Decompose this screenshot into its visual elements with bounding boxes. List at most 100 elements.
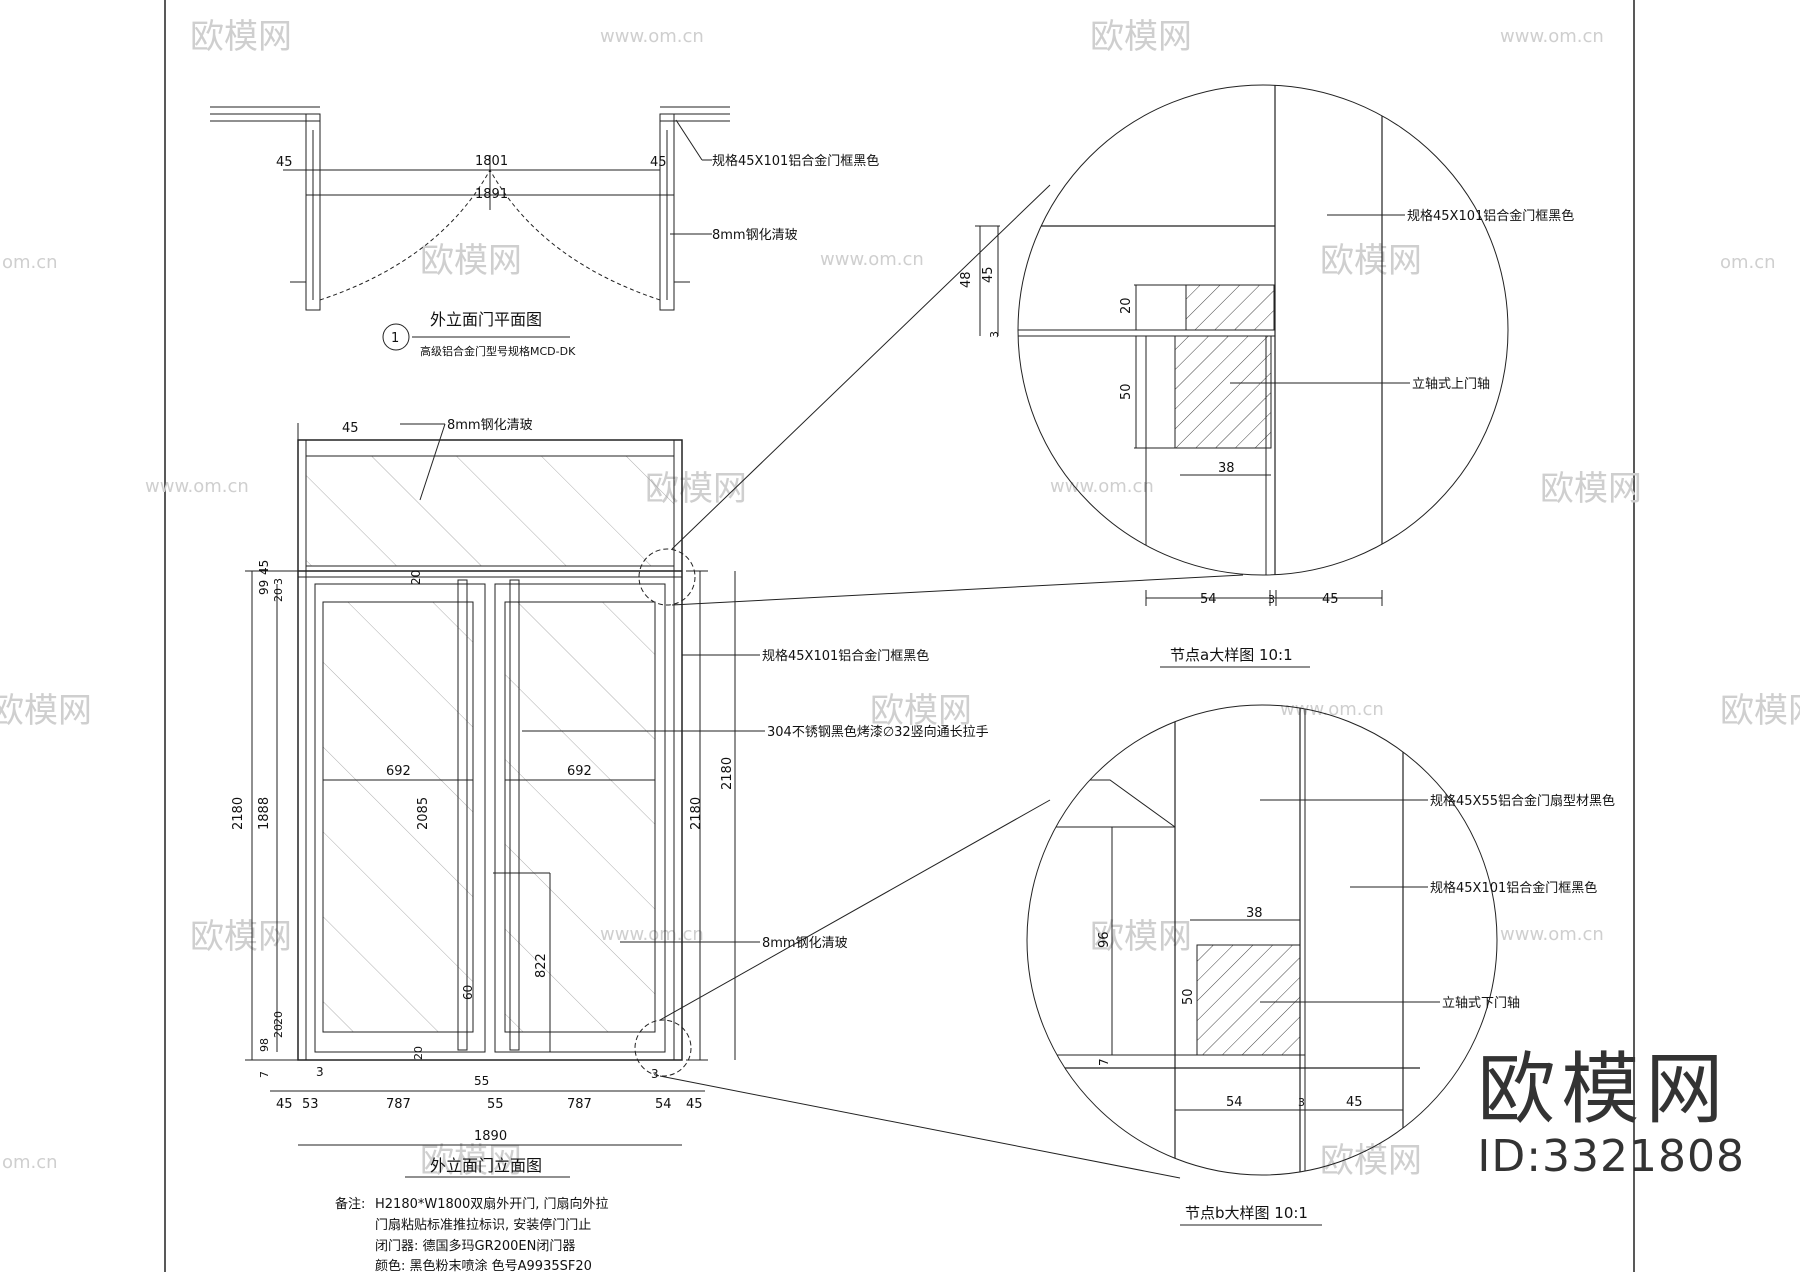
- watermark-brand: 欧模网: [190, 17, 292, 57]
- watermark-brand: 欧模网: [1320, 241, 1422, 281]
- node-a-dim-38: 38: [1218, 461, 1235, 476]
- watermark-url: www.om.cn: [1280, 699, 1384, 720]
- watermark-url: www.om.cn: [1500, 26, 1604, 47]
- leaf-glass-right: [504, 601, 656, 1033]
- node-b-note-frame: 规格45X101铝合金门框黑色: [1430, 880, 1597, 896]
- dim-7: 7: [258, 1071, 271, 1078]
- dim-2180-right: 2180: [689, 797, 704, 830]
- watermark-brand: 欧模网: [1090, 17, 1192, 57]
- dim-20-side: 20: [272, 588, 285, 602]
- dim-w787-right: 787: [567, 1097, 592, 1112]
- dim-60: 60: [461, 985, 475, 1000]
- node-a-marker: [638, 548, 696, 606]
- dim-98: 98: [258, 1038, 271, 1052]
- watermark-url: www.om.cn: [1050, 476, 1154, 497]
- watermark-brand: 欧模网: [190, 917, 292, 957]
- dim-45-side: 45: [257, 560, 271, 575]
- node-a-dim-45b: 45: [1322, 592, 1339, 607]
- watermark-brand: 欧模网: [1320, 1141, 1422, 1181]
- elev-note-glass: 8mm钢化清玻: [762, 936, 848, 951]
- elevation-inner-frame: [305, 439, 675, 1061]
- remarks-line: 门扇粘贴标准推拉标识, 安装停门门止: [375, 1217, 591, 1233]
- node-b-dim-38: 38: [1246, 906, 1263, 921]
- handle-right: [509, 579, 520, 1051]
- node-b-detail: 96 38 50 7 54 3 45 规格45X55铝合金门扇型材黑色 规格45…: [1026, 704, 1615, 1226]
- watermark-url: www.om.cn: [145, 476, 249, 497]
- dim-692-left: 692: [386, 764, 411, 779]
- watermark-url: www.om.cn: [600, 26, 704, 47]
- dim-1888: 1888: [257, 797, 272, 830]
- node-a-dim-48: 48: [959, 271, 974, 288]
- watermark-brand: 欧模网: [420, 241, 522, 281]
- dim-top-45: 45: [342, 421, 359, 436]
- dim-20-handle: 20: [412, 1046, 425, 1060]
- transom-glass: [305, 455, 675, 567]
- elev-note-frame: 规格45X101铝合金门框黑色: [762, 648, 929, 664]
- plan-subtitle: 高级铝合金门型号规格MCD-DK: [420, 344, 576, 358]
- dim-w45-right: 45: [686, 1097, 703, 1112]
- dim-3-left: 3: [316, 1065, 324, 1079]
- watermark-url: www.om.cn: [820, 249, 924, 270]
- remarks-line: 颜色: 黑色粉末喷涂 色号A9935SF20: [375, 1258, 592, 1272]
- node-b-dim-50: 50: [1181, 988, 1196, 1005]
- watermark-layer: 欧模网 www.om.cn 欧模网 www.om.cn om.cn 欧模网 ww…: [0, 17, 1800, 1181]
- node-a-title: 节点a大样图 10:1: [1170, 646, 1293, 664]
- brand-name: 欧模网: [1477, 1045, 1730, 1135]
- door-leaf-left: [314, 583, 486, 1053]
- watermark-brand: 欧模网: [870, 691, 972, 731]
- remarks-line: H2180*W1800双扇外开门, 门扇向外拉: [375, 1196, 609, 1212]
- node-b-dim-96: 96: [1097, 931, 1112, 948]
- dim-3-right: 3: [651, 1067, 659, 1081]
- node-a-dim-50: 50: [1119, 383, 1134, 400]
- dim-w53: 53: [302, 1097, 319, 1112]
- dim-692-right: 692: [567, 764, 592, 779]
- remarks-line: 闭门器: 德国多玛GR200EN闭门器: [375, 1238, 575, 1254]
- brand-block: 欧模网 ID:3321808: [1477, 1048, 1745, 1182]
- elev-note-glass-top: 8mm钢化清玻: [447, 418, 533, 433]
- node-a-pivot-top-hatch: [1185, 284, 1275, 331]
- dim-w1890: 1890: [474, 1129, 507, 1144]
- elev-note-handle: 304不锈钢黑色烤漆∅32竖向通长拉手: [767, 724, 989, 740]
- dim-w45-left: 45: [276, 1097, 293, 1112]
- node-a-pivot-hatch: [1174, 335, 1272, 449]
- node-a-detail: 48 45 20 3 50 38 54 3 45 规格45X101铝合金门框黑色…: [959, 84, 1574, 668]
- node-b-note-leaf: 规格45X55铝合金门扇型材黑色: [1430, 793, 1615, 809]
- plan-note-glass: 8mm钢化清玻: [712, 228, 798, 243]
- dim-99: 99: [257, 580, 271, 595]
- node-b-circle: [1026, 704, 1498, 1176]
- dim-20-top: 20: [409, 570, 423, 585]
- watermark-url: om.cn: [2, 1152, 58, 1173]
- dim-3-side: 3: [272, 578, 285, 585]
- node-a-dim-45: 45: [981, 266, 996, 283]
- handle-left: [457, 579, 468, 1051]
- dim-1801: 1801: [475, 154, 508, 169]
- dim-20-bottom: 20: [272, 1024, 285, 1038]
- node-b-dim-45: 45: [1346, 1095, 1363, 1110]
- watermark-url: om.cn: [2, 252, 58, 273]
- node-b-note-pivot: 立轴式下门轴: [1442, 996, 1520, 1011]
- plan-view: 1801 1891 45 45 规格45X101铝合金门框黑色 8mm钢化清玻 …: [210, 106, 879, 358]
- node-b-pivot-hatch: [1196, 944, 1301, 1056]
- plan-index-circle: [382, 323, 410, 351]
- node-a-dim-3: 3: [988, 331, 1001, 338]
- watermark-brand: 欧模网: [0, 691, 92, 731]
- node-a-note-pivot: 立轴式上门轴: [1412, 377, 1490, 392]
- node-a-note-frame: 规格45X101铝合金门框黑色: [1407, 208, 1574, 224]
- dim-1891: 1891: [475, 187, 508, 202]
- node-a-dim-3b: 3: [1268, 593, 1275, 606]
- plan-index: 1: [391, 331, 399, 346]
- node-b-title: 节点b大样图 10:1: [1185, 1204, 1308, 1222]
- plan-title: 外立面门平面图: [430, 310, 542, 329]
- dim-2180-outer: 2180: [720, 757, 735, 790]
- watermark-brand: 欧模网: [1720, 691, 1800, 731]
- node-a-dim-54: 54: [1200, 592, 1217, 607]
- brand-id: ID:3321808: [1477, 1131, 1745, 1182]
- elevation-title: 外立面门立面图: [430, 1156, 542, 1175]
- node-a-dim-20: 20: [1119, 297, 1134, 314]
- dim-20-sill: 20: [272, 1011, 285, 1025]
- plan-note-frame: 规格45X101铝合金门框黑色: [712, 153, 879, 169]
- dim-w54: 54: [655, 1097, 672, 1112]
- node-b-dim-3: 3: [1298, 1096, 1305, 1109]
- node-b-dim-54: 54: [1226, 1095, 1243, 1110]
